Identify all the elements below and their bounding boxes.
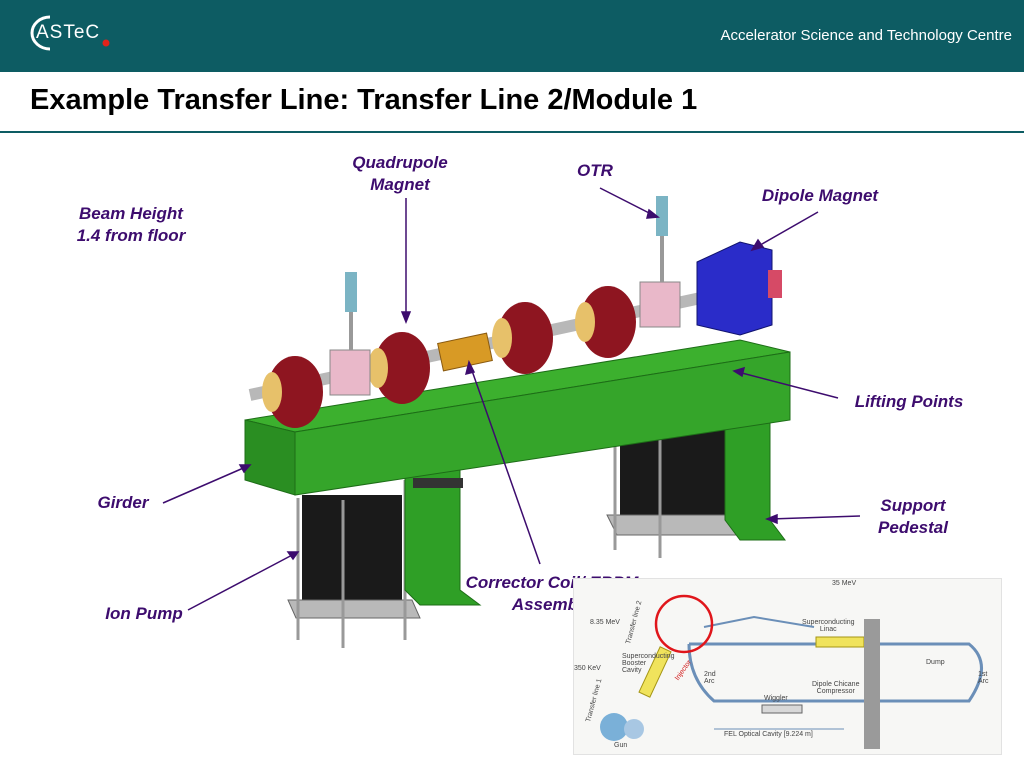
dipole-magnet-label: Dipole Magnet	[761, 186, 879, 205]
header-banner: ASTeC Accelerator Science and Technology…	[0, 0, 1024, 72]
quadrupole-magnet-label: Quadrupole Magnet	[352, 153, 448, 194]
inset-energy-35mev: 35 MeV	[832, 580, 857, 587]
inset-booster: Superconducting Booster Cavity	[622, 653, 675, 674]
organization-name: Accelerator Science and Technology Centr…	[720, 27, 1012, 44]
inset-2nd-arc: 2nd Arc	[704, 671, 716, 685]
callout-arrows	[162, 187, 861, 611]
inset-energy-835mev: 8.35 MeV	[590, 619, 620, 626]
girder-label: Girder	[97, 493, 149, 512]
lifting-points-label: Lifting Points	[854, 392, 964, 411]
inset-1st-arc: 1st Arc	[978, 671, 989, 685]
support-pedestal-label: Support Pedestal	[878, 496, 948, 537]
ion-pump-label: Ion Pump	[105, 604, 183, 623]
title-divider	[0, 131, 1024, 133]
inset-energy-350kev: 350 KeV	[574, 665, 601, 672]
inset-chicane: Dipole Chicane Compressor	[812, 681, 860, 695]
inset-optical-cavity: FEL Optical Cavity [9.224 m]	[724, 731, 813, 738]
accelerator-layout-inset: 35 MeV 8.35 MeV 350 KeV Superconducting …	[573, 578, 1002, 755]
slide-title: Example Transfer Line: Transfer Line 2/M…	[30, 84, 698, 116]
inset-linac: Superconducting Linac	[802, 619, 855, 633]
highlight-circle-icon	[654, 594, 714, 654]
astec-logo-icon	[30, 15, 110, 51]
inset-wiggler: Wiggler	[764, 695, 788, 702]
corrector-coil	[437, 332, 493, 372]
girder	[244, 339, 791, 496]
beam-height-label: Beam Height 1.4 from floor	[76, 204, 186, 245]
quadrupole-magnets	[262, 286, 636, 428]
dipole-magnet	[696, 241, 782, 336]
inset-gun: Gun	[614, 742, 628, 749]
logo-text: ASTeC	[36, 22, 101, 43]
support-pedestals	[404, 398, 786, 606]
inset-dump: Dump	[926, 659, 945, 666]
otr-stations	[329, 196, 681, 396]
otr-label: OTR	[577, 161, 613, 180]
layout-diagram-lines	[600, 594, 983, 749]
ion-pump-left	[287, 480, 421, 648]
